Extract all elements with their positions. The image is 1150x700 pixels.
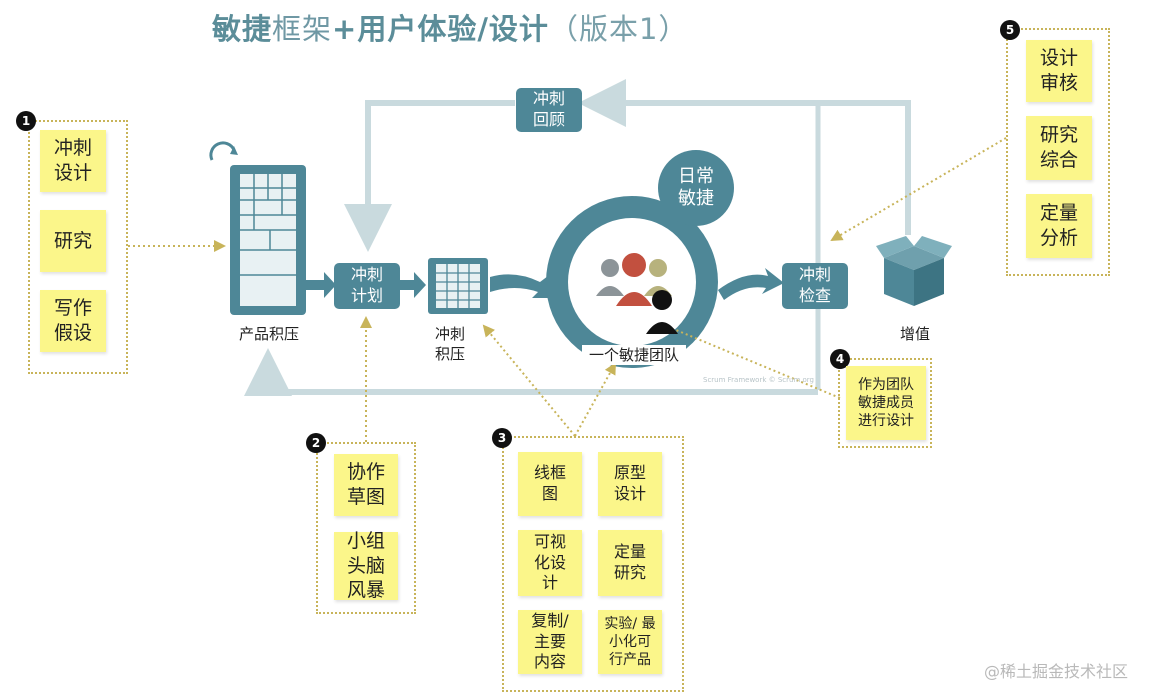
main-flow-arrows xyxy=(306,268,784,300)
refresh-icon xyxy=(209,141,236,161)
dotted-connectors xyxy=(128,137,1007,442)
watermark: @稀土掘金技术社区 xyxy=(983,662,1128,681)
group-4 xyxy=(838,358,932,448)
group-3 xyxy=(502,436,684,692)
sprint-backlog-label: 冲刺 积压 xyxy=(434,325,465,364)
agile-team-circle xyxy=(546,196,718,368)
sprint-retro-box: 冲刺 回顾 xyxy=(516,88,582,132)
grid-board-icon xyxy=(428,258,488,314)
sticky-note: 可视 化设 计 xyxy=(518,530,582,596)
sticky-note: 冲刺 设计 xyxy=(40,130,106,192)
badge-5: 5 xyxy=(1000,20,1020,40)
group-1 xyxy=(28,120,128,374)
sticky-note: 定量 研究 xyxy=(598,530,662,596)
group-5 xyxy=(1006,28,1110,276)
badge-4: 4 xyxy=(830,349,850,369)
agile-team-label: 一个敏捷团队 xyxy=(582,345,686,366)
badge-1: 1 xyxy=(16,111,36,131)
page-title: 敏捷框架+用户体验/设计（版本1） xyxy=(212,12,689,46)
sticky-note: 复制/ 主要 内容 xyxy=(518,610,582,674)
sticky-note: 原型 设计 xyxy=(598,452,662,516)
sticky-note: 作为团队 敏捷成员 进行设计 xyxy=(846,366,926,440)
feedback-loop-lines xyxy=(244,79,911,396)
group-2 xyxy=(316,442,416,614)
sticky-note: 实验/ 最 小化可 行产品 xyxy=(598,610,662,674)
backlog-board-icon xyxy=(209,141,306,315)
daily-agile-circle: 日常 敏捷 xyxy=(658,150,734,226)
product-backlog-label: 产品积压 xyxy=(238,325,299,343)
sticky-note: 小组 头脑 风暴 xyxy=(334,530,398,601)
badge-2: 2 xyxy=(306,433,326,453)
sticky-note: 研究 综合 xyxy=(1026,116,1092,180)
sticky-note: 协作 草图 xyxy=(334,454,398,516)
sprint-planning-box: 冲刺 计划 xyxy=(334,263,400,309)
sticky-note: 设计 审核 xyxy=(1026,40,1092,102)
sticky-note: 研究 xyxy=(40,210,106,272)
sticky-note: 写作 假设 xyxy=(40,290,106,352)
sprint-review-box: 冲刺 检查 xyxy=(782,263,848,309)
increment-label: 增值 xyxy=(899,325,930,343)
sticky-note: 线框 图 xyxy=(518,452,582,516)
copyright-note: Scrum Framework © Scrum.org xyxy=(703,376,814,384)
team-people-icon xyxy=(596,253,678,334)
box-icon xyxy=(876,236,952,306)
badge-3: 3 xyxy=(492,428,512,448)
sticky-note: 定量 分析 xyxy=(1026,194,1092,258)
